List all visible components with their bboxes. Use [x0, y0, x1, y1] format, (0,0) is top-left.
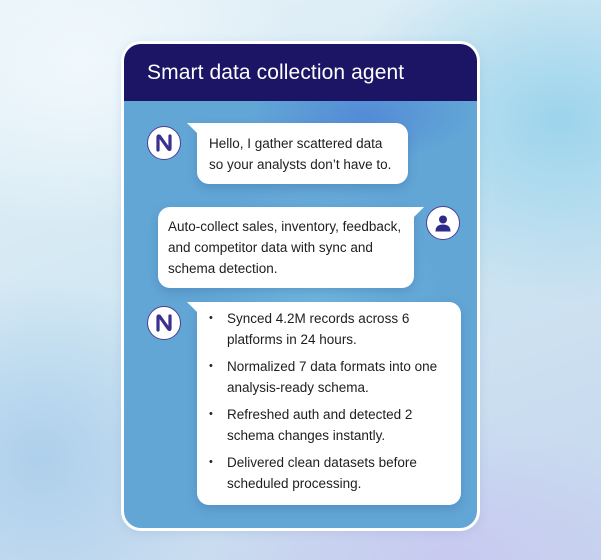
agent-message-bubble: Hello, I gather scattered data so your a… [187, 123, 408, 184]
summary-point: Synced 4.2M records across 6 platforms i… [207, 308, 449, 350]
chat-panel: Smart data collection agent Hello, I gat… [124, 44, 477, 528]
summary-point: Refreshed auth and detected 2 schema cha… [207, 404, 449, 446]
chat-header: Smart data collection agent [124, 44, 477, 101]
agent-logo-icon [156, 314, 172, 332]
user-avatar [426, 206, 460, 240]
agent-avatar [147, 306, 181, 340]
summary-point: Delivered clean datasets before schedule… [207, 452, 449, 494]
chat-card: Smart data collection agent Hello, I gat… [121, 41, 480, 531]
user-message-bubble: Auto-collect sales, inventory, feedback,… [158, 207, 424, 288]
chat-title: Smart data collection agent [147, 60, 405, 84]
summary-point: Normalized 7 data formats into one analy… [207, 356, 449, 398]
user-icon [435, 215, 451, 232]
agent-summary-bubble: Synced 4.2M records across 6 platforms i… [187, 302, 461, 505]
agent-avatar [147, 126, 181, 160]
agent-logo-icon [156, 134, 172, 152]
summary-list: Synced 4.2M records across 6 platforms i… [207, 308, 449, 494]
agent-message-text: Hello, I gather scattered data so your a… [209, 136, 392, 172]
user-message-text: Auto-collect sales, inventory, feedback,… [168, 219, 402, 276]
